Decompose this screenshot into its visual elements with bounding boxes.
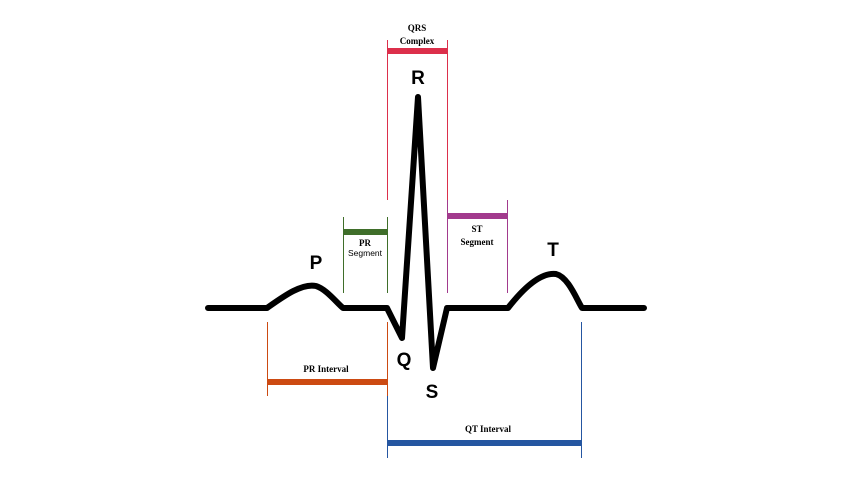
p-wave-label: P <box>310 253 323 274</box>
qrs-complex-marker: QRS Complex <box>387 23 448 200</box>
q-wave-label: Q <box>397 350 412 371</box>
st-segment-bar <box>447 213 508 219</box>
pr-segment-bar <box>343 229 388 235</box>
qrs-complex-label-line1: QRS <box>408 23 427 33</box>
r-wave-label: R <box>411 68 425 89</box>
t-wave-label: T <box>547 240 559 261</box>
pr-interval-bar <box>267 379 388 385</box>
pr-interval-label: PR Interval <box>303 364 349 374</box>
pr-segment-label-line1: PR <box>359 238 371 248</box>
pr-segment-marker: PR Segment <box>343 217 388 293</box>
st-segment-label-line1: ST <box>471 224 482 234</box>
pr-interval-marker: PR Interval <box>267 322 388 396</box>
st-segment-marker: ST Segment <box>447 200 508 293</box>
s-wave-label: S <box>426 382 439 403</box>
st-segment-label-line2: Segment <box>461 237 494 247</box>
ecg-waveform-trace <box>205 94 647 371</box>
qt-interval-marker: QT Interval <box>387 322 582 458</box>
pr-segment-label-line2: Segment <box>348 248 383 258</box>
qrs-complex-label-line2: Complex <box>400 36 435 46</box>
qt-interval-bar <box>387 440 582 446</box>
qt-interval-label: QT Interval <box>465 424 512 434</box>
qrs-complex-bar <box>387 48 448 54</box>
